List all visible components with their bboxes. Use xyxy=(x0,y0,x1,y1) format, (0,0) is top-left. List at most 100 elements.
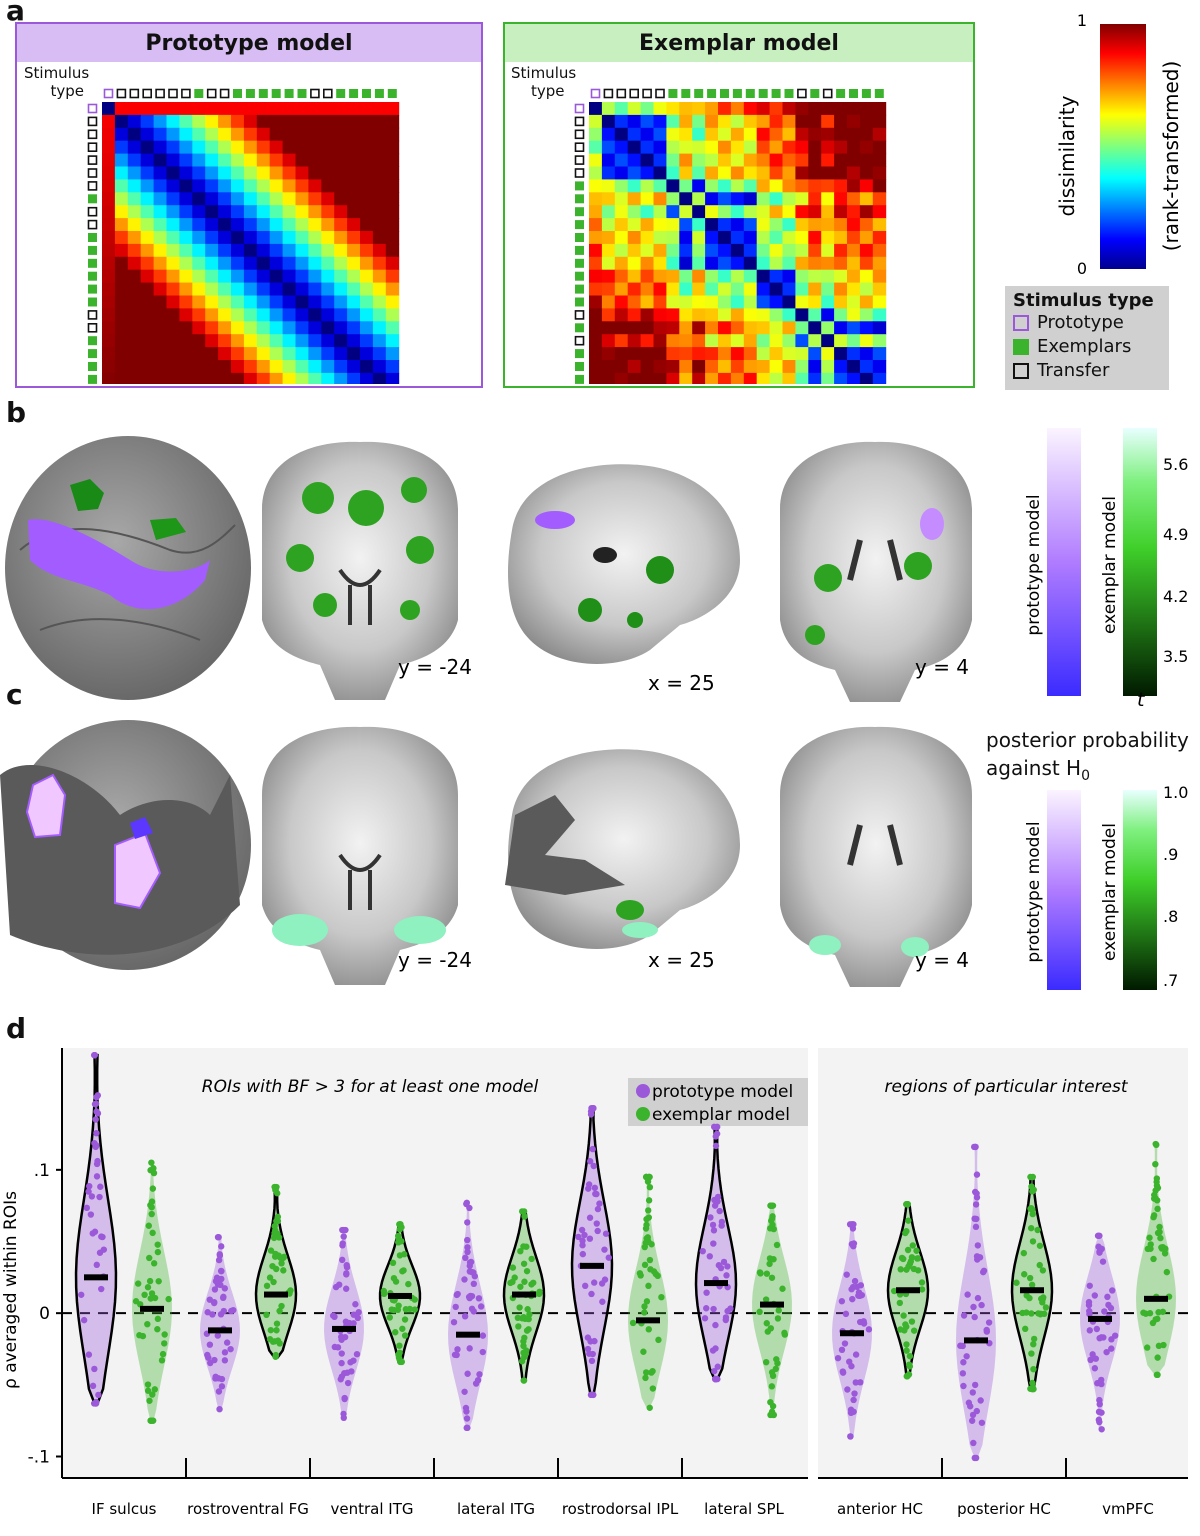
matrix-cell xyxy=(666,321,680,335)
exemplar-data-point xyxy=(274,1213,282,1221)
matrix-cell xyxy=(192,347,206,361)
matrix-cell xyxy=(679,166,693,180)
matrix-cell xyxy=(385,179,400,193)
matrix-cell xyxy=(834,140,848,155)
exemplar-data-point xyxy=(396,1358,404,1366)
matrix-cell xyxy=(114,127,129,142)
median-bar xyxy=(388,1292,412,1299)
matrix-cell xyxy=(308,102,322,116)
exemplar-data-point xyxy=(521,1278,528,1285)
transfer-marker xyxy=(87,310,98,320)
exemplar-data-point xyxy=(136,1332,143,1339)
exemplar-data-point xyxy=(1160,1341,1167,1349)
matrix-cell xyxy=(730,321,745,335)
matrix-cell xyxy=(692,153,706,167)
exemplar-marker xyxy=(575,271,584,281)
exemplar-data-point xyxy=(141,1291,148,1299)
prototype-data-point xyxy=(214,1234,222,1241)
colorbar-label-dissimilarity: dissimilarity xyxy=(1055,95,1079,216)
matrix-cell xyxy=(153,166,167,180)
matrix-cell xyxy=(614,282,629,296)
matrix-cell xyxy=(102,243,116,258)
matrix-cell xyxy=(601,153,616,167)
matrix-cell xyxy=(821,166,835,180)
matrix-cell xyxy=(360,192,374,206)
matrix-cell xyxy=(808,372,822,384)
exemplar-data-point xyxy=(775,1307,782,1314)
matrix-cell xyxy=(718,243,732,258)
prototype-data-point xyxy=(83,1204,91,1212)
matrix-cell xyxy=(243,102,258,116)
matrix-cell xyxy=(256,334,271,348)
matrix-cell xyxy=(640,127,654,142)
matrix-cell xyxy=(834,102,848,116)
matrix-cell xyxy=(269,114,284,129)
matrix-cell xyxy=(795,321,809,335)
exemplar-model-colorbar-label: exemplar model xyxy=(1100,496,1120,634)
exemplar-marker xyxy=(233,89,242,98)
matrix-cell xyxy=(127,140,142,155)
x-category-label: lateral SPL xyxy=(704,1500,784,1518)
prototype-data-point xyxy=(710,1240,717,1247)
matrix-cell xyxy=(347,140,361,155)
matrix-cell xyxy=(679,282,693,296)
matrix-cell xyxy=(347,218,361,232)
matrix-cell xyxy=(718,308,732,322)
exemplar-data-point xyxy=(1147,1241,1154,1248)
matrix-cell xyxy=(756,243,771,258)
matrix-cell xyxy=(821,102,835,116)
prototype-data-point xyxy=(972,1201,980,1208)
prototype-data-point xyxy=(344,1379,352,1387)
matrix-cell xyxy=(269,140,284,155)
transfer-marker xyxy=(206,88,217,99)
matrix-cell xyxy=(589,321,603,335)
y-tick-label: -.1 xyxy=(28,1448,50,1468)
prototype-data-point xyxy=(479,1348,486,1356)
matrix-cell xyxy=(782,347,796,361)
matrix-cell xyxy=(614,218,629,232)
matrix-cell xyxy=(385,347,400,361)
exemplar-data-point xyxy=(1146,1310,1154,1317)
matrix-cell xyxy=(360,218,374,232)
prototype-data-point xyxy=(341,1333,349,1341)
matrix-cell xyxy=(231,321,245,335)
stimulus-label-line1: Stimulus xyxy=(24,64,90,82)
prototype-data-point xyxy=(100,1246,108,1253)
matrix-cell xyxy=(347,192,361,206)
prototype-data-point xyxy=(464,1248,471,1256)
prototype-data-point xyxy=(463,1424,470,1432)
exemplar-data-point xyxy=(518,1208,526,1215)
prototype-data-point xyxy=(712,1375,719,1383)
matrix-cell xyxy=(269,243,284,258)
median-bar xyxy=(512,1291,536,1298)
matrix-cell xyxy=(795,192,809,206)
exemplar-cluster xyxy=(394,916,446,944)
matrix-cell xyxy=(308,179,322,193)
matrix-cell xyxy=(834,256,848,271)
matrix-cell xyxy=(834,347,848,361)
prototype-data-point xyxy=(974,1294,982,1302)
matrix-cell xyxy=(140,166,155,180)
matrix-cell xyxy=(205,140,219,155)
matrix-cell xyxy=(653,295,667,309)
exemplar-data-point xyxy=(897,1326,904,1333)
prototype-data-point xyxy=(331,1343,339,1351)
matrix-cell xyxy=(782,269,796,284)
exemplar-data-point xyxy=(1026,1274,1034,1282)
x-category-label: anterior HC xyxy=(837,1500,923,1518)
matrix-cell xyxy=(102,308,116,322)
matrix-cell xyxy=(321,282,335,296)
prototype-data-point xyxy=(965,1399,973,1406)
matrix-cell xyxy=(102,347,116,361)
matrix-cell xyxy=(269,192,284,206)
prototype-data-point xyxy=(1094,1232,1102,1239)
matrix-cell xyxy=(256,256,271,271)
matrix-cell xyxy=(769,269,783,284)
matrix-cell xyxy=(872,114,887,129)
prototype-data-point xyxy=(343,1262,350,1269)
matrix-cell xyxy=(102,269,116,284)
matrix-cell xyxy=(127,231,142,245)
matrix-cell xyxy=(795,102,809,116)
matrix-cell xyxy=(334,295,348,309)
matrix-cell xyxy=(295,192,309,206)
